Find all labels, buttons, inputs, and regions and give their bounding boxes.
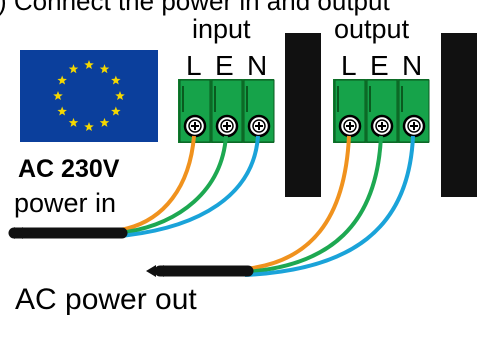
flag-star-icon <box>111 106 121 116</box>
flag-star-icon <box>99 64 110 74</box>
input-black-bar <box>285 33 321 197</box>
output-terminal-label-E: E <box>370 50 389 81</box>
flag-star-icon <box>111 75 121 85</box>
power-out-cable <box>146 265 254 277</box>
flag-star-icon <box>115 91 125 101</box>
top-fragment-text: ) Connect the power in and output <box>0 0 390 16</box>
input-wire-N <box>119 135 260 238</box>
power-in-voltage: AC 230V <box>18 155 120 183</box>
flag-star-icon <box>53 91 63 101</box>
output-black-bar <box>441 33 477 197</box>
flag-star-icon <box>68 64 79 74</box>
output-terminal-label-N: N <box>402 50 422 81</box>
input-screw-L-icon <box>183 114 207 138</box>
input-wire-E <box>119 135 228 235</box>
power-in-label: power in <box>14 188 116 218</box>
output-wire-N <box>244 135 415 277</box>
flag-star-icon <box>57 75 67 85</box>
eu-flag-icon <box>20 50 158 142</box>
output-wire-E <box>244 135 383 274</box>
flag-star-icon <box>57 106 67 116</box>
flag-star-icon <box>84 60 94 70</box>
output-screw-E-icon <box>370 114 394 138</box>
input-terminal-label-N: N <box>247 50 267 81</box>
input-screw-E-icon <box>215 114 239 138</box>
power-in-cable <box>8 227 128 239</box>
output-wire-L <box>244 135 351 271</box>
input-terminal-label-E: E <box>215 50 234 81</box>
input-screw-N-icon <box>247 114 271 138</box>
input-wire-L <box>119 135 196 232</box>
power-out-label: AC power out <box>15 283 197 316</box>
output-terminal-label-L: L <box>341 50 357 81</box>
flag-star-icon <box>99 117 110 127</box>
output-screw-L-icon <box>338 114 362 138</box>
output-label: output <box>334 14 410 44</box>
flag-star-icon <box>68 117 79 127</box>
output-screw-N-icon <box>402 114 426 138</box>
input-label: input <box>192 14 251 44</box>
input-terminal-label-L: L <box>186 50 202 81</box>
flag-star-icon <box>84 122 94 132</box>
